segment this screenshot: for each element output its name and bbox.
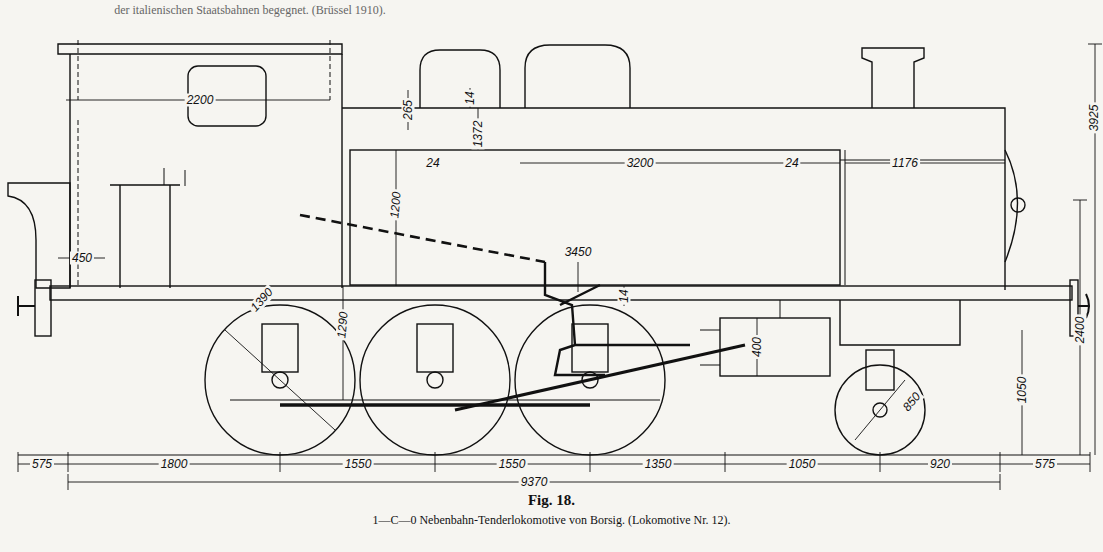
cylinder-details [700,300,780,365]
main-frame [50,286,1072,300]
rear-buffer [18,296,35,316]
chimney [862,48,924,108]
dimension-label: 2200 [185,94,216,107]
cab-hidden-lines [78,40,330,285]
dimension-label: 575 [30,458,54,471]
side-tank [350,150,840,285]
dimension-label: 2400 [1074,315,1087,346]
dimension-label: 920 [928,458,952,471]
leading-wheel [835,350,925,455]
dimension-label: 9370 [519,476,550,489]
dimension-label: 1200 [388,189,404,221]
regulator-rod [300,215,545,262]
tank-front [840,150,1005,285]
boiler [342,108,1005,290]
bleed-through-text: der italienischen Staatsbahnen begegnet.… [112,4,388,17]
dimension-label: 1050 [787,458,818,471]
cylinder [720,318,830,376]
dimension-label: 575 [1033,458,1057,471]
dimension-label: 1176 [890,157,920,170]
valve-gear [545,262,690,375]
dimension-label: 1350 [643,458,674,471]
cab-walls [70,54,342,288]
cab-door [110,185,180,288]
rear-buffer-beam [35,280,51,336]
bogie-frame [840,300,960,345]
sand-dome [420,50,500,108]
rail-line [18,454,1090,455]
coupling-rod [280,403,590,407]
dimension-label: 1050 [1016,375,1029,406]
dimension-label: 1800 [159,458,190,471]
dimension-label: 14 [618,287,631,304]
dimension-label: 24 [783,157,800,170]
brake-rigging [230,400,660,401]
figure-title: Fig. 18. [0,492,1103,509]
dimension-label: 24 [424,157,441,170]
dimension-label: 1550 [497,458,528,471]
steam-dome [525,45,630,108]
dimension-label: 1290 [335,309,351,341]
handrail [164,168,185,186]
driving-wheels [205,305,665,455]
dimension-label: 265 [402,98,415,122]
dimension-label: 450 [70,252,94,265]
dimension-label: 1372 [472,119,485,150]
dimension-label: 14 [464,89,477,106]
dimension-label: 3200 [625,157,656,170]
dimension-lines [18,44,1102,490]
figure-caption: 1—C—0 Nebenbahn-Tenderlokomotive von Bor… [0,513,1103,528]
dimension-label: 3925 [1088,103,1101,134]
bunker [8,183,70,288]
dimension-label: 1550 [343,458,374,471]
dimension-label: 3450 [563,246,594,259]
door-handle [1011,198,1025,212]
dimension-label: 400 [751,335,764,359]
cab-roof [58,44,342,54]
